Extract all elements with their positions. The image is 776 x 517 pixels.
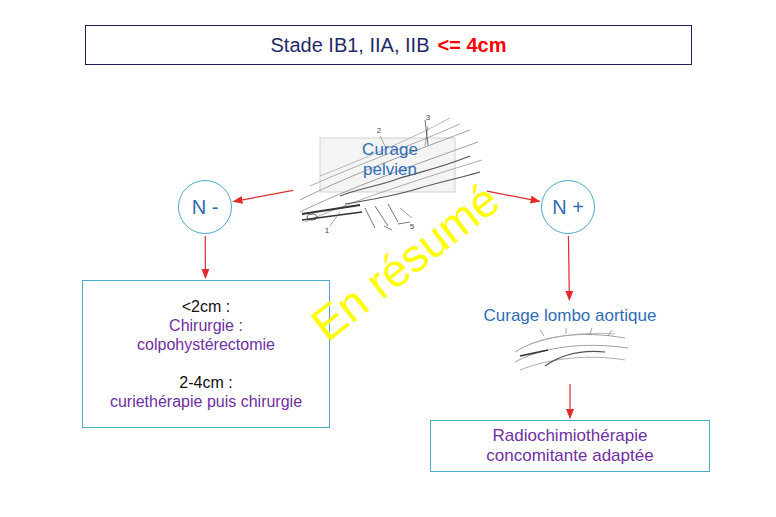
- treatment-box: Radiochimiothérapie concomitante adaptée: [430, 420, 710, 472]
- callout-number: 2: [377, 126, 381, 135]
- lombo-aortic-illustration: [515, 328, 628, 370]
- callout-number: 1: [325, 226, 329, 235]
- flow-arrow: [233, 190, 293, 201]
- node-text: Stade IB1, IIA, IIB: [271, 33, 430, 57]
- node-text: <= 4cm: [438, 33, 507, 57]
- node-text: Chirurgie : colpohystérectomie: [121, 316, 291, 354]
- watermark: En résumé: [301, 172, 510, 351]
- node-text: Curage lombo aortique: [484, 306, 657, 326]
- node-text: Radiochimiothérapie concomitante adaptée: [470, 426, 670, 467]
- node-text: N -: [192, 195, 219, 219]
- flow-arrow: [205, 236, 206, 278]
- node-text: N +: [552, 195, 584, 219]
- process-step: Curage lombo aortique: [470, 302, 670, 382]
- decision-circle: N +: [541, 180, 595, 234]
- title-box: Stade IB1, IIA, IIB <= 4cm: [85, 25, 692, 65]
- callout-number: 3: [426, 113, 430, 122]
- node-text: curiethérapie puis chirurgie: [110, 392, 302, 411]
- node-text: <2cm :: [182, 297, 230, 316]
- node-text: Curage pelvien: [335, 140, 445, 181]
- treatment-box: <2cm :Chirurgie : colpohystérectomie 2-4c…: [82, 280, 330, 428]
- flow-arrow: [569, 384, 570, 418]
- decision-circle: N -: [178, 180, 232, 234]
- node-text: 2-4cm :: [179, 373, 232, 392]
- flow-arrow: [568, 236, 570, 300]
